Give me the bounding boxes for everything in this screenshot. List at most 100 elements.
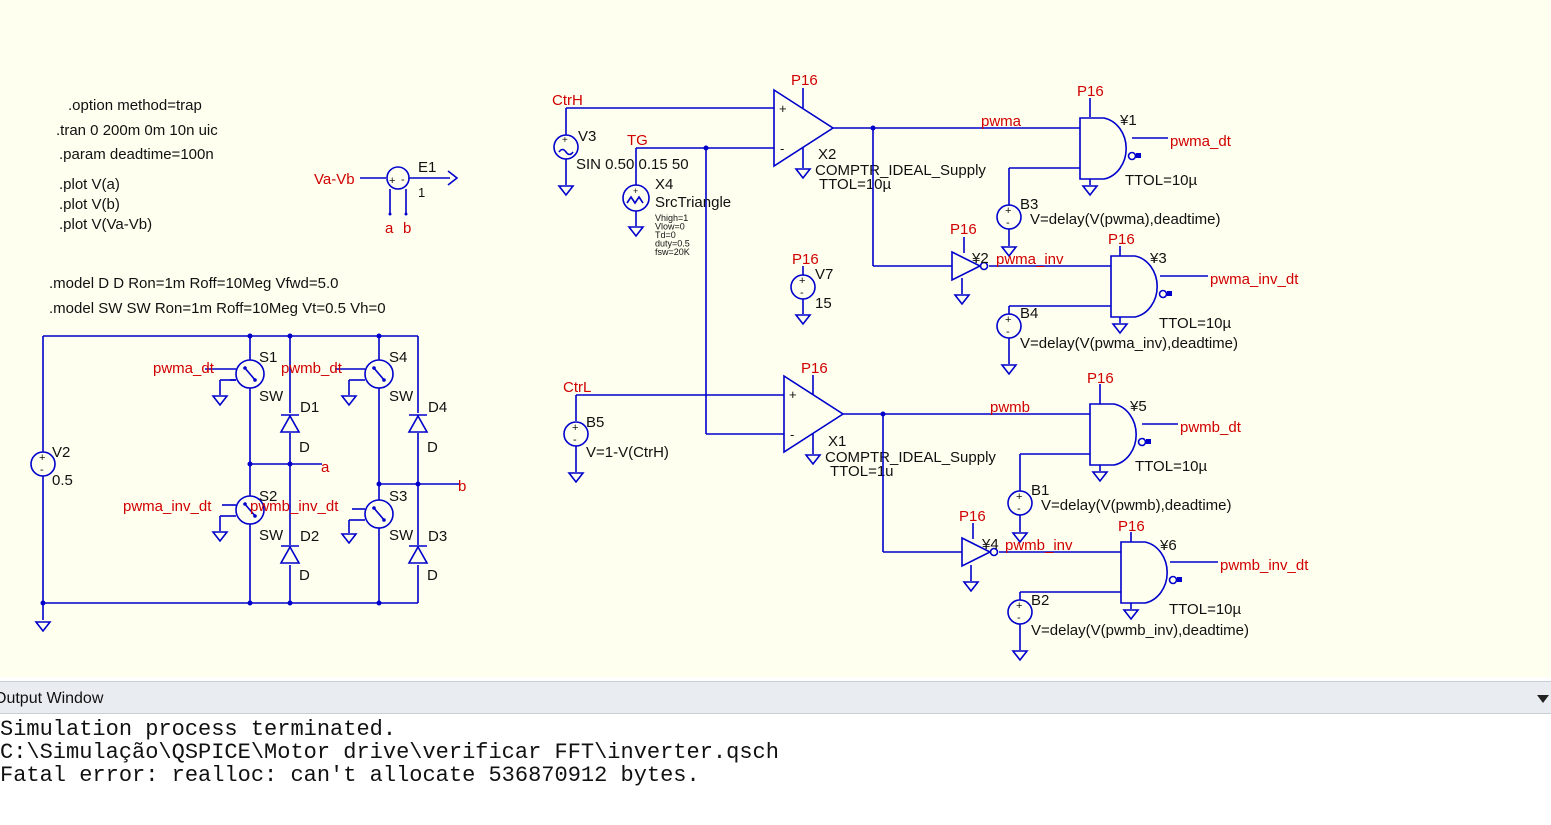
d4-name: D4 <box>428 399 447 416</box>
e1-gain: 1 <box>418 185 425 200</box>
schematic-canvas[interactable]: .option method=trap .tran 0 200m 0m 10n … <box>0 0 1551 677</box>
d2-model: D <box>299 567 310 584</box>
y6-supply-label: P16 <box>1118 518 1145 535</box>
inverter-y2[interactable] <box>951 250 989 282</box>
net-label-b: b <box>458 478 466 495</box>
diode-d2[interactable] <box>279 545 301 564</box>
and-gate-y3[interactable] <box>1110 255 1172 318</box>
b3-name: B3 <box>1020 196 1038 213</box>
directive-model-sw[interactable]: .model SW SW Ron=1m Roff=10Meg Vt=0.5 Vh… <box>49 300 386 317</box>
svg-text:+: + <box>562 135 568 146</box>
net-label-pwma-dt: pwma_dt <box>1170 133 1232 150</box>
d4-model: D <box>427 439 438 456</box>
y2-supply-label: P16 <box>950 221 977 238</box>
source-wires <box>558 107 811 483</box>
s3-name: S3 <box>389 488 407 505</box>
output-line: Fatal error: realloc: can't allocate 536… <box>0 763 700 788</box>
output-log[interactable]: Simulation process terminated. C:\Simula… <box>0 718 1551 825</box>
net-label-ctrl: CtrL <box>563 379 591 396</box>
b4-name: B4 <box>1020 305 1038 322</box>
output-window-title-bar[interactable]: Output Window <box>0 681 1551 714</box>
s2-control-net: pwma_inv_dt <box>123 498 212 515</box>
y6-ttol: TTOL=10µ <box>1169 601 1242 618</box>
and-gate-y1[interactable] <box>1079 117 1141 180</box>
net-label-pwmb-inv: pwmb_inv <box>1005 537 1073 554</box>
d2-name: D2 <box>300 528 319 545</box>
svg-text:+: + <box>789 387 797 402</box>
svg-text:-: - <box>1017 503 1021 515</box>
v3-name: V3 <box>578 128 596 145</box>
y5-ttol: TTOL=10µ <box>1135 458 1208 475</box>
switch-s2[interactable] <box>212 495 265 542</box>
net-label-ctrh: CtrH <box>552 92 583 109</box>
switch-s3[interactable] <box>341 499 394 544</box>
d1-name: D1 <box>300 399 319 416</box>
x2-ttol: TTOL=10µ <box>819 176 892 193</box>
v7-source[interactable]: + - <box>790 274 816 300</box>
svg-text:-: - <box>573 434 577 446</box>
svg-text:+: + <box>633 186 638 196</box>
y3-name: ¥3 <box>1149 250 1167 267</box>
y6-name: ¥6 <box>1159 537 1177 554</box>
b4-expression: V=delay(V(pwma_inv),deadtime) <box>1020 335 1238 352</box>
comparator-x2[interactable]: + - <box>773 88 835 179</box>
s2-name: S2 <box>259 488 277 505</box>
diode-d4[interactable] <box>407 414 429 433</box>
comparator-x1[interactable]: + - <box>783 374 845 465</box>
v2-name: V2 <box>52 444 70 461</box>
b5-behavioral-source[interactable]: + - <box>563 421 589 447</box>
x4-parameter: Td=0 <box>655 230 676 240</box>
x2-type: COMPTR_IDEAL_Supply <box>815 162 986 179</box>
net-label-pwma-inv-dt: pwma_inv_dt <box>1210 271 1299 288</box>
s4-model: SW <box>389 388 414 405</box>
x4-type: SrcTriangle <box>655 194 731 211</box>
directive-param[interactable]: .param deadtime=100n <box>59 146 214 163</box>
b2-expression: V=delay(V(pwmb_inv),deadtime) <box>1031 622 1249 639</box>
b3-source[interactable]: + - <box>996 204 1022 230</box>
y5-name: ¥5 <box>1129 398 1147 415</box>
v3-sine-source[interactable]: + <box>553 134 579 160</box>
s1-control-net: pwma_dt <box>153 360 215 377</box>
x2-supply-label: P16 <box>791 72 818 89</box>
directive-option[interactable]: .option method=trap <box>68 97 202 114</box>
diode-d3[interactable] <box>407 545 429 564</box>
switch-s4[interactable] <box>335 359 394 406</box>
bridge-wires <box>35 333 460 632</box>
directive-plot-a[interactable]: .plot V(a) <box>59 176 120 193</box>
e1-net-label: Va-Vb <box>314 171 355 188</box>
svg-text:+: + <box>572 422 578 434</box>
x1-type: COMPTR_IDEAL_Supply <box>825 449 996 466</box>
y2-name: ¥2 <box>971 250 989 267</box>
net-label-a: a <box>321 459 330 476</box>
net-label-pwmb-inv-dt: pwmb_inv_dt <box>1220 557 1309 574</box>
net-label-pwma-inv: pwma_inv <box>996 251 1064 268</box>
and-gate-y5[interactable] <box>1089 403 1151 466</box>
svg-text:+: + <box>1016 600 1022 612</box>
directive-model-d[interactable]: .model D D Ron=1m Roff=10Meg Vfwd=5.0 <box>49 275 338 292</box>
x4-parameter: Vhigh=1 <box>655 213 688 223</box>
b2-source[interactable]: + - <box>1007 599 1033 625</box>
e1-symbol[interactable]: + - <box>360 166 459 216</box>
x1-name: X1 <box>828 433 846 450</box>
chevron-down-icon[interactable] <box>1537 695 1549 703</box>
svg-text:-: - <box>1017 612 1021 624</box>
x1-supply-label: P16 <box>801 360 828 377</box>
b4-source[interactable]: + - <box>996 313 1022 339</box>
s4-name: S4 <box>389 349 407 366</box>
s3-control-net: pwmb_inv_dt <box>250 498 339 515</box>
directive-plot-b[interactable]: .plot V(b) <box>59 196 120 213</box>
directive-tran[interactable]: .tran 0 200m 0m 10n uic <box>56 122 218 139</box>
directive-plot-ab[interactable]: .plot V(Va-Vb) <box>59 216 152 233</box>
svg-text:-: - <box>780 141 784 156</box>
svg-text:-: - <box>800 287 804 299</box>
v2-source[interactable]: + - <box>30 451 56 477</box>
b1-source[interactable]: + - <box>1007 490 1033 516</box>
diode-d1[interactable] <box>279 414 301 433</box>
and-gate-y6[interactable] <box>1120 541 1182 604</box>
inverter-y4[interactable] <box>961 536 999 568</box>
s2-model: SW <box>259 527 284 544</box>
svg-text:+: + <box>799 275 805 287</box>
switch-s1[interactable] <box>205 359 265 406</box>
x4-triangle-source[interactable]: + <box>622 184 650 212</box>
y5-supply-label: P16 <box>1087 370 1114 387</box>
